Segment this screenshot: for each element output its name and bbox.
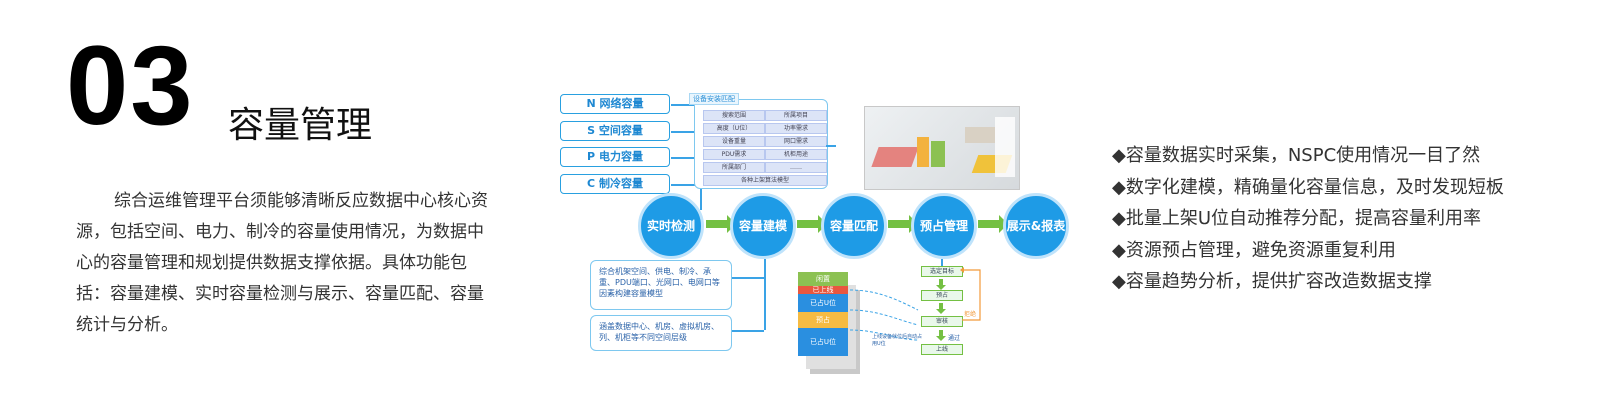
model-note-1: 综合机架空间、供电、制冷、承重、PDU端口、光网口、电网口等因素构建容量模型 (590, 260, 732, 310)
model-note-2: 涵盖数据中心、机房、虚拟机房、列、机柜等不同空间层级 (590, 315, 732, 351)
flow-reject-label: 拒绝 (964, 311, 977, 318)
arrow-down-icon (936, 330, 946, 341)
input-cooling: C 制冷容量 (560, 174, 670, 194)
rack-block (917, 137, 929, 167)
rack-block (995, 117, 1015, 177)
rack-block (965, 127, 995, 143)
feature-item: ◆容量数据实时采集，NSPC使用情况一目了然 (1112, 145, 1481, 166)
connector (671, 184, 701, 186)
feature-item: ◆批量上架U位自动推荐分配，提高容量利用率 (1112, 208, 1482, 229)
arrow-right-icon (888, 215, 918, 233)
connector (732, 330, 764, 332)
arrow-right-icon (706, 215, 736, 233)
auto-occupy-note: 上线设备就位后自动占用U位 (872, 334, 923, 347)
rack-block (871, 147, 919, 167)
step-reserve-manage: 预占管理 (911, 193, 977, 259)
step-realtime-detect: 实时检测 (638, 193, 704, 259)
match-cell: 机柜用途 (765, 149, 827, 160)
feature-list: ◆容量数据实时采集，NSPC使用情况一目了然 ◆数字化建模，精确量化容量信息，及… (1112, 140, 1504, 298)
flow-select-target: 选定目标 (921, 266, 963, 277)
section-description: 综合运维管理平台须能够清晰反应数据中心核心资源，包括空间、电力、制冷的容量使用情… (76, 191, 488, 335)
arrow-right-icon (797, 215, 827, 233)
match-cell: 高度（U位） (703, 123, 765, 134)
match-cell: 所属部门 (703, 162, 765, 173)
connector (671, 157, 701, 159)
input-network: N 网络容量 (560, 94, 670, 114)
match-cell: 功率需求 (765, 123, 827, 134)
step-capacity-match: 容量匹配 (821, 193, 887, 259)
connector (671, 104, 701, 106)
match-panel-title: 设备安装匹配 (689, 93, 739, 105)
feature-item: ◆资源预占管理，避免资源重复利用 (1112, 239, 1396, 261)
flow-online: 上线 (921, 344, 963, 355)
connector (941, 259, 943, 267)
rack-segment-idle: 闲置 (798, 272, 848, 286)
flow-reserve: 预占 (921, 290, 963, 301)
input-power: P 电力容量 (560, 147, 670, 167)
feature-item: ◆数字化建模，精确量化容量信息，及时发现短板 (1112, 176, 1504, 198)
match-panel-footer: 各种上架算法模型 (703, 175, 827, 186)
step-capacity-model: 容量建模 (730, 193, 796, 259)
arrow-down-icon (936, 303, 946, 314)
match-cell: 搜索范围 (703, 110, 765, 121)
match-panel: 设备安装匹配 搜索范围 所属项目 高度（U位） 功率需求 设备重量 网口需求 P… (689, 93, 828, 189)
match-cell: …… (765, 162, 827, 173)
match-cell: PDU需求 (703, 149, 765, 160)
rack-segment-online: 已上线 (798, 286, 848, 294)
capacity-diagram: N 网络容量 S 空间容量 P 电力容量 C 制冷容量 设备安装匹配 搜索范围 … (560, 90, 1080, 390)
reject-loop (960, 267, 981, 321)
section-title: 容量管理 (228, 105, 373, 146)
rack-stack: 闲置 已上线 已占U位 预占 已占U位 (798, 272, 848, 356)
room-3d-view (864, 106, 1020, 190)
flow-pass-label: 通过 (948, 335, 961, 342)
rack-segment-reserved: 预占 (798, 312, 848, 328)
match-cell: 网口需求 (765, 136, 827, 147)
arrow-right-icon (978, 215, 1008, 233)
rack-segment-used: 已占U位 (798, 294, 848, 312)
step-display-report: 展示&报表 (1003, 193, 1069, 259)
arrow-down-icon (936, 279, 946, 290)
connector (764, 259, 766, 330)
dashed-links (849, 289, 919, 341)
feature-item: ◆容量趋势分析，提供扩容改造数据支撑 (1112, 271, 1432, 292)
connector (826, 145, 836, 147)
connector (671, 131, 701, 133)
rack-block (931, 141, 945, 167)
connector (732, 277, 764, 279)
match-cell: 设备重量 (703, 136, 765, 147)
section-number: 03 (66, 23, 195, 148)
rack-segment-used: 已占U位 (798, 328, 848, 356)
match-cell: 所属项目 (765, 110, 827, 121)
input-space: S 空间容量 (560, 121, 670, 141)
flow-review: 审核 (921, 316, 963, 327)
